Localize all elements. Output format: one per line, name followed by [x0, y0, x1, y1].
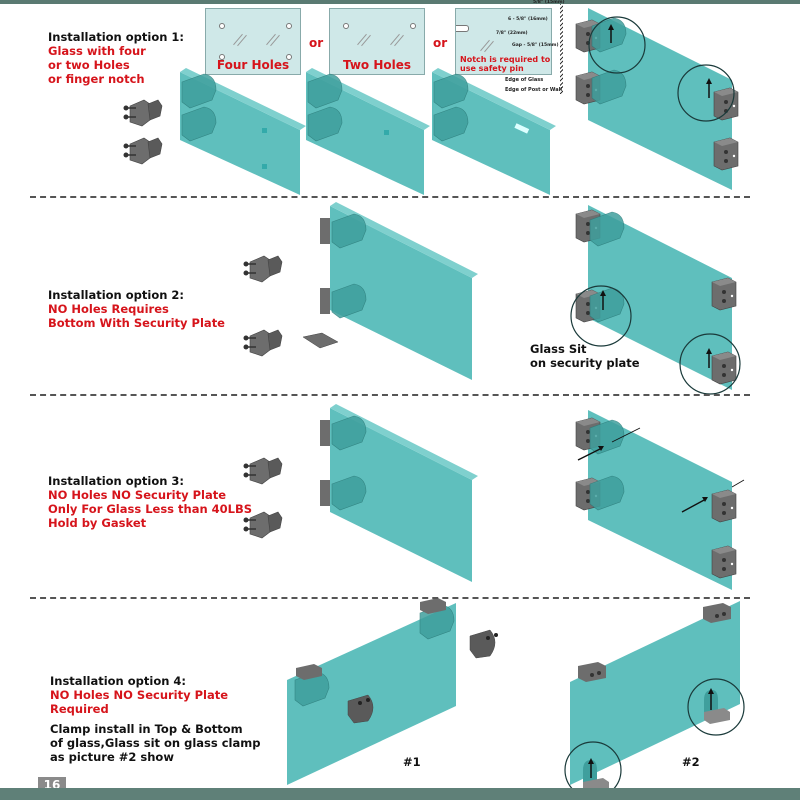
notch-caption-line: Notch is required to [460, 55, 551, 64]
section-divider [30, 597, 750, 599]
option-2-line: NO Holes Requires [48, 302, 169, 316]
option-4-heading: Installation option 4: [50, 674, 187, 688]
four-holes-label: Four Holes [216, 58, 290, 72]
option-4-picture-2 [564, 601, 745, 799]
or-separator: or [309, 36, 324, 50]
option-4-note: Clamp install in Top & Bottom of glass,G… [50, 722, 260, 764]
four-holes-card: Four Holes [205, 8, 301, 75]
detail-circle [570, 285, 632, 347]
option-1-line: or two Holes [48, 58, 130, 72]
notch-dim-1: 6 - 5/8" (16mm) [508, 17, 548, 22]
arrow-icon [702, 497, 708, 502]
edge-of-post-label: Edge of Post or Wall [505, 87, 563, 93]
option-4-text: Installation option 4: NO Holes NO Secur… [50, 674, 260, 764]
arrow-up-icon [706, 78, 712, 84]
notch-caption: Notch is required to use safety pin [460, 55, 551, 73]
option-3-illustration [242, 404, 478, 582]
option-4-line: Required [50, 702, 109, 716]
notch-dim-4: Gap - 5/8" (15mm) [512, 43, 559, 48]
option-2-line: Bottom With Security Plate [48, 316, 225, 330]
option-2-text: Installation option 2: NO Holes Requires… [48, 288, 225, 330]
section-divider [30, 196, 750, 198]
bottom-border-bar [0, 788, 800, 800]
edge-of-glass-label: Edge of Glass [505, 77, 544, 83]
option-3-text: Installation option 3: NO Holes NO Secur… [48, 474, 252, 530]
arrow-up-icon [706, 348, 712, 354]
option-3-detail [575, 410, 745, 590]
glass-sit-callout: Glass Sit on security plate [530, 342, 640, 370]
option-1-heading: Installation option 1: [48, 30, 185, 44]
section-divider [30, 394, 750, 396]
or-separator: or [433, 36, 448, 50]
hole-icon [343, 23, 349, 29]
glass-sit-line: on security plate [530, 356, 640, 370]
arrow-up-icon [588, 758, 594, 764]
option-3-line: NO Holes NO Security Plate [48, 488, 227, 502]
detail-circle [687, 678, 745, 736]
option-3-heading: Installation option 3: [48, 474, 185, 488]
option-4-picture-1 [287, 598, 498, 785]
top-border-bar [0, 0, 800, 4]
arrow-up-icon [608, 24, 614, 30]
arrow-icon [598, 446, 604, 451]
option-1-panel-notch [432, 68, 556, 195]
notch-dim-3: 7/8" (22mm) [496, 31, 528, 36]
notch-icon [456, 25, 469, 32]
arrow-up-icon [600, 290, 606, 296]
option-2-heading: Installation option 2: [48, 288, 185, 302]
option-3-line: Only For Glass Less than 40LBS [48, 502, 253, 516]
clamp-part-icon [122, 137, 163, 165]
arrow-up-icon [708, 688, 714, 694]
notch-card: 6 - 5/8" (16mm) 7/8" (22mm) Gap - 5/8" (… [455, 8, 559, 75]
option-1-line: Glass with four [48, 44, 146, 58]
option-4-note-line: of glass,Glass sit on glass clamp [50, 736, 261, 750]
two-holes-card: Two Holes [329, 8, 425, 75]
detail-circle [588, 16, 646, 74]
clamp-block-icon [713, 137, 739, 171]
option-3-line: Hold by Gasket [48, 516, 147, 530]
hole-icon [219, 54, 225, 60]
security-plate [302, 332, 339, 349]
hole-icon [219, 23, 225, 29]
option-1-panel-two-holes [306, 68, 430, 195]
option-2-illustration [242, 202, 478, 380]
hole-icon [286, 23, 292, 29]
option-1-line: or finger notch [48, 72, 145, 86]
hole-icon [410, 23, 416, 29]
notch-caption-line: use safety pin [460, 64, 524, 73]
option-4-note-line: Clamp install in Top & Bottom [50, 722, 243, 736]
wall-hatch [560, 4, 563, 94]
option-4-note-line: as picture #2 show [50, 750, 174, 764]
detail-circle [677, 64, 735, 122]
picture-2-label: #2 [682, 755, 700, 769]
glass-sit-line: Glass Sit [530, 342, 587, 356]
option-1-text: Installation option 1: Glass with four o… [48, 30, 184, 86]
option-1-panel-four-holes [180, 68, 306, 195]
hole-icon [286, 54, 292, 60]
two-holes-label: Two Holes [342, 58, 412, 72]
option-4-line: NO Holes NO Security Plate [50, 688, 229, 702]
option-1-detail [575, 8, 739, 190]
picture-1-label: #1 [403, 755, 421, 769]
notch-dim-2: 5/8" (15mm) [533, 0, 565, 5]
clamp-part-icon [122, 99, 163, 127]
